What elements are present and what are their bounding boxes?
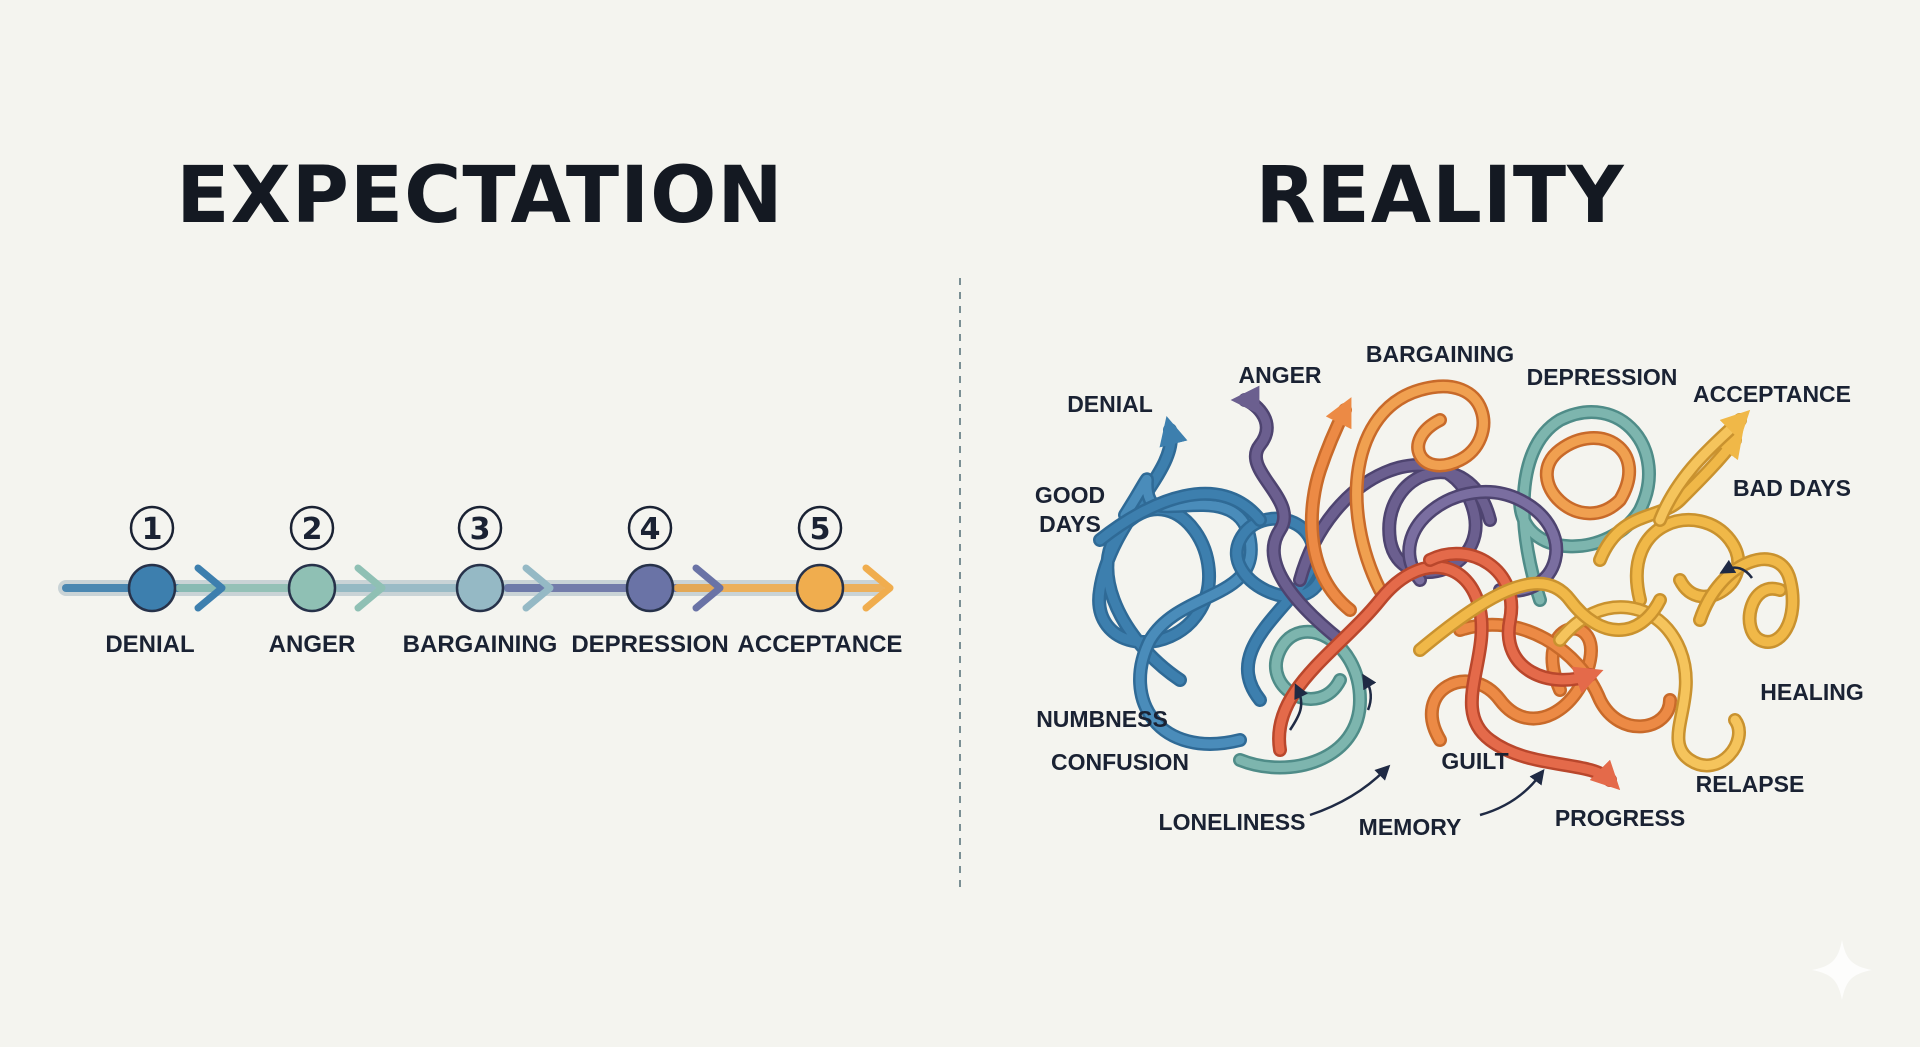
strand-blue-4-fill xyxy=(1095,489,1265,545)
strand-purple-1-fill xyxy=(1230,385,1345,645)
reality-heading: REALITY xyxy=(1255,151,1625,241)
strand-orange-4-fill xyxy=(1542,433,1634,518)
timeline-numbers: 1 2 3 4 5 xyxy=(129,505,843,551)
stage-number-circle-4 xyxy=(627,505,673,551)
strand-orange-1-fill xyxy=(1307,397,1355,615)
strand-yellow-6-fill xyxy=(1415,579,1665,655)
reality-label-depression: DEPRESSION xyxy=(1527,364,1678,390)
stage-node-4 xyxy=(625,563,675,613)
stage-number-circle-5 xyxy=(797,505,843,551)
reality-label-days: DAYS xyxy=(1039,511,1101,537)
expectation-timeline: 1 2 3 4 5 DENIAL ANGER BARGAINING DEPRESSION ACC… xyxy=(58,505,902,658)
stage-node-1 xyxy=(127,563,177,613)
strand-yellow-3-fill xyxy=(1555,602,1744,770)
pointer-memory xyxy=(1479,769,1545,817)
stage-number-1: 1 xyxy=(142,512,163,547)
stage-number-circle-1 xyxy=(129,505,175,551)
stage-label-2: ANGER xyxy=(269,631,356,658)
reality-tangle: DENIAL ANGER BARGAINING DEPRESSION ACCEP… xyxy=(1035,341,1864,840)
reality-label-denial: DENIAL xyxy=(1067,391,1153,417)
stage-number-4: 4 xyxy=(640,512,661,547)
stage-label-4: DEPRESSION xyxy=(571,631,728,658)
reality-label-guilt: GUILT xyxy=(1441,748,1508,774)
stage-label-3: BARGAINING xyxy=(403,631,558,658)
strand-coral-2-fill xyxy=(1425,549,1604,694)
reality-label-good: GOOD xyxy=(1035,482,1105,508)
stage-node-3 xyxy=(455,563,505,613)
reality-label-numbness: NUMBNESS xyxy=(1036,706,1168,732)
reality-label-bargaining: BARGAINING xyxy=(1366,341,1514,367)
timeline-arrows xyxy=(194,564,894,612)
reality-label-anger: ANGER xyxy=(1238,362,1321,388)
timeline-nodes xyxy=(127,563,845,613)
reality-label-acceptance: ACCEPTANCE xyxy=(1693,381,1851,407)
curl-arrow-3 xyxy=(1719,559,1754,579)
stage-number-circle-2 xyxy=(289,505,335,551)
timeline-arrow-1 xyxy=(194,564,226,612)
pointer-loneliness xyxy=(1309,764,1391,817)
reality-label-loneliness: LONELINESS xyxy=(1159,809,1306,835)
strand-yellow-4-fill xyxy=(1695,554,1798,647)
curl-arrow-1 xyxy=(1288,683,1308,731)
expectation-heading: EXPECTATION xyxy=(176,151,783,241)
stage-label-5: ACCEPTANCE xyxy=(738,631,903,658)
strand-blue-2-fill xyxy=(1120,474,1256,749)
stage-number-3: 3 xyxy=(470,512,491,547)
timeline-labels: DENIAL ANGER BARGAINING DEPRESSION ACCEPTANC… xyxy=(105,631,902,658)
sparkle-icon xyxy=(1812,940,1872,1000)
stage-node-2 xyxy=(287,563,337,613)
strand-orange-2-fill xyxy=(1352,382,1488,595)
reality-label-progress: PROGRESS xyxy=(1555,805,1685,831)
reality-label-relapse: RELAPSE xyxy=(1696,771,1805,797)
curl-arrow-2 xyxy=(1362,673,1377,711)
stage-number-circle-3 xyxy=(457,505,503,551)
reality-label-confusion: CONFUSION xyxy=(1051,749,1189,775)
reality-label-bad-days: BAD DAYS xyxy=(1733,475,1851,501)
reality-label-healing: HEALING xyxy=(1760,679,1864,705)
timeline-arrow-5 xyxy=(862,564,894,612)
stage-label-1: DENIAL xyxy=(105,631,194,658)
timeline-arrow-2 xyxy=(354,564,386,612)
timeline-arrow-3 xyxy=(522,564,554,612)
stage-number-5: 5 xyxy=(810,512,831,547)
strand-yellow-1-fill xyxy=(1595,428,1744,565)
reality-label-memory: MEMORY xyxy=(1359,814,1462,840)
stage-node-5 xyxy=(795,563,845,613)
stage-number-2: 2 xyxy=(302,512,323,547)
strand-yellow-5-fill xyxy=(1655,409,1751,525)
timeline-arrow-4 xyxy=(692,564,724,612)
